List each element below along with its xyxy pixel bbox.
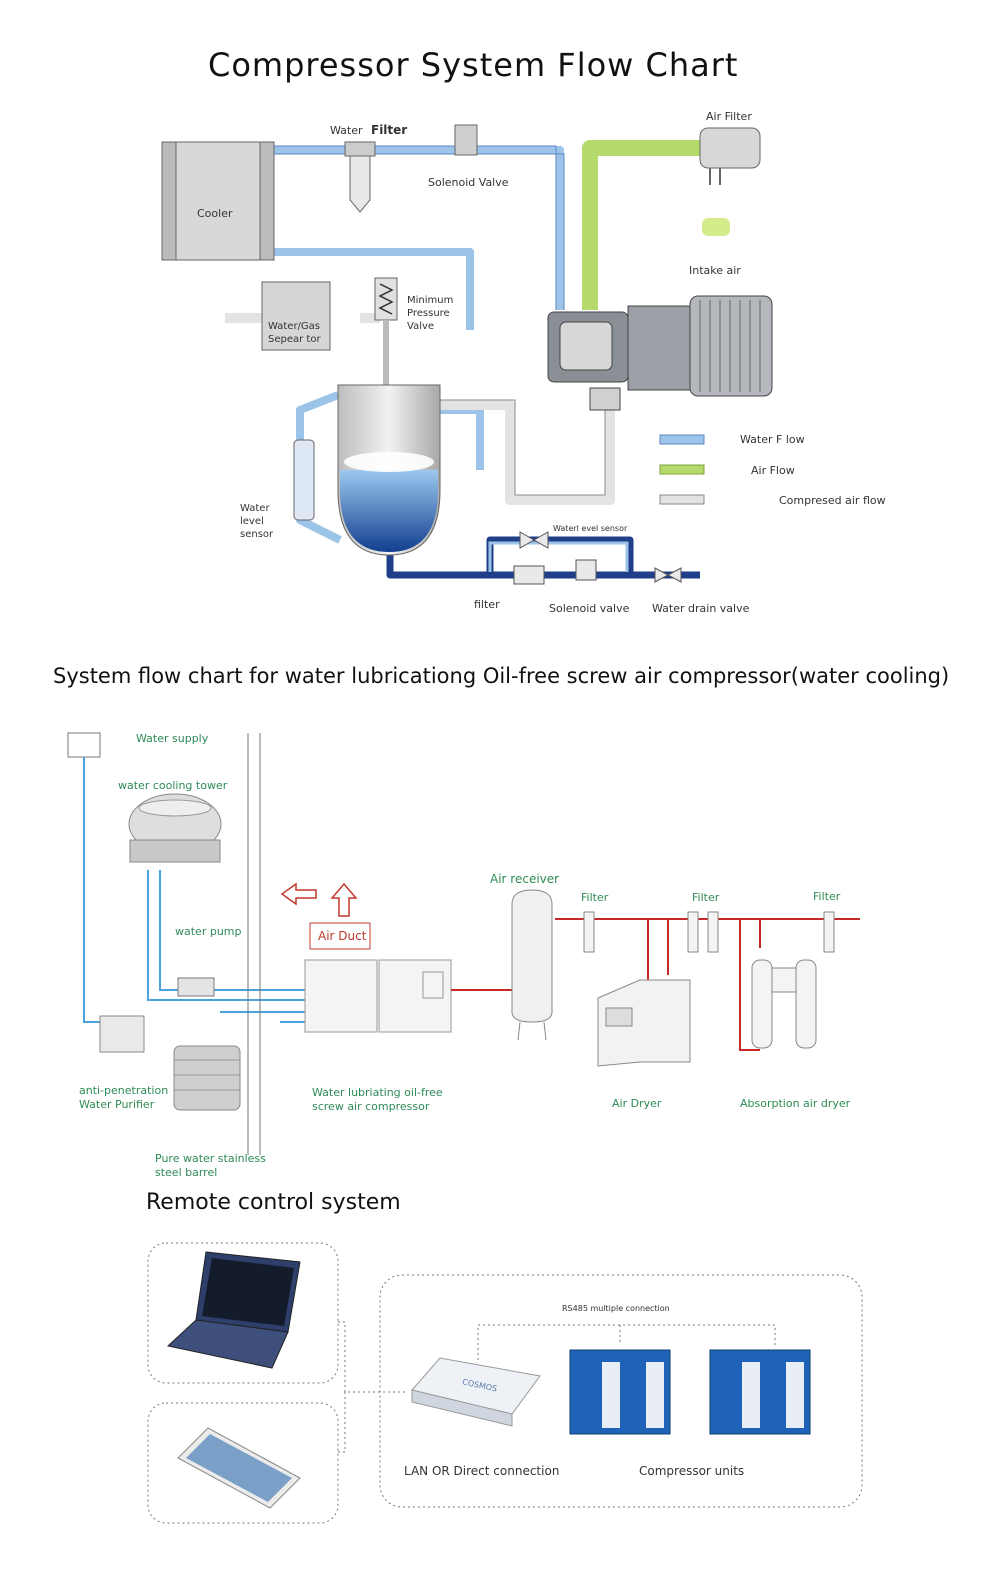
air-filter-shape [699,127,761,185]
tank-shape [337,384,441,556]
cooling-tower-shape [128,793,222,863]
label-air-receiver: Air receiver [490,872,560,886]
phone-panel [147,1402,339,1524]
diagram1-title: Compressor System Flow Chart [208,46,739,84]
label-solenoid-valve-bottom: Solenoid valve [549,602,630,615]
label-intake-air: Intake air [689,264,741,277]
label-separator: Water/Gas Sepear tor [268,321,321,345]
label-air-filter: Air Filter [706,110,752,123]
barrel-shape [173,1045,241,1111]
drain-valves [513,531,682,585]
legend-water-flow: Water F low [740,433,805,446]
compressor-unit-2 [709,1349,811,1435]
label-water: Water [330,124,363,137]
label-filter-1: Filter [581,891,609,904]
cooler-shape [161,141,275,261]
legend-swatches [659,434,705,505]
laptop-panel [147,1242,339,1384]
label-barrel: Pure water stainless steel barrel [155,1152,266,1179]
solenoid-valve-top-shape [454,124,478,156]
label-filter-bottom: filter [474,598,500,611]
air-dryer-shape [597,979,691,1067]
label-air-dryer: Air Dryer [612,1097,662,1110]
label-solenoid-valve-top: Solenoid Valve [428,176,509,189]
network-panel [379,1274,863,1508]
compressor-motor-shape [547,295,773,411]
water-filter-shape [344,141,376,213]
compressor-shapes [304,959,452,1033]
label-min-pressure-valve: Minimum Pressure Valve [407,295,454,332]
legend-compressed-air-flow: Compresed air flow [779,494,886,507]
level-sensor-tube [293,439,315,521]
absorption-dryer-shape [751,959,817,1049]
label-cooler: Cooler [197,207,233,220]
label-purifier: anti-penetration Water Purifier [79,1084,169,1111]
label-rs485: RS485 multiple connection [562,1304,670,1313]
compressor-unit-1 [569,1349,671,1435]
purifier-shape [99,1015,145,1053]
remote-title: Remote control system [146,1190,401,1215]
filter-shapes [583,911,835,953]
label-water-level-sensor: Water level sensor [240,503,274,540]
intake-air-mark [702,218,730,236]
air-receiver-shape [511,889,553,1041]
label-compressor: Water lubriating oil-free screw air comp… [312,1086,443,1113]
label-filter: Filter [371,123,408,137]
separator-shape [261,281,331,351]
label-water-drain-valve: Water drain valve [652,602,750,615]
label-lan: LAN OR Direct connection [404,1464,560,1478]
air-duct-arrows [280,882,358,917]
label-compressor-units: Compressor units [639,1464,745,1478]
label-water-level-sensor-2: Waterl evel sensor [553,524,628,533]
label-water-supply: Water supply [136,732,209,745]
diagram2-title: System flow chart for water lubricationg… [53,664,950,688]
air-duct-box [309,922,371,950]
label-air-duct: Air Duct [318,929,367,943]
legend-air-flow: Air Flow [751,464,795,477]
label-filter-2: Filter [692,891,720,904]
label-absorption-dryer: Absorption air dryer [740,1097,851,1110]
laptop-shape [166,1251,301,1369]
air-flow-pipe [582,140,705,310]
min-pressure-valve-shape [374,277,398,385]
label-filter-3: Filter [813,890,841,903]
router-shape [411,1357,541,1427]
phone-shape [177,1427,301,1509]
label-water-pump: water pump [175,925,242,938]
label-cooling-tower: water cooling tower [118,779,228,792]
water-pump-shape [177,977,215,997]
